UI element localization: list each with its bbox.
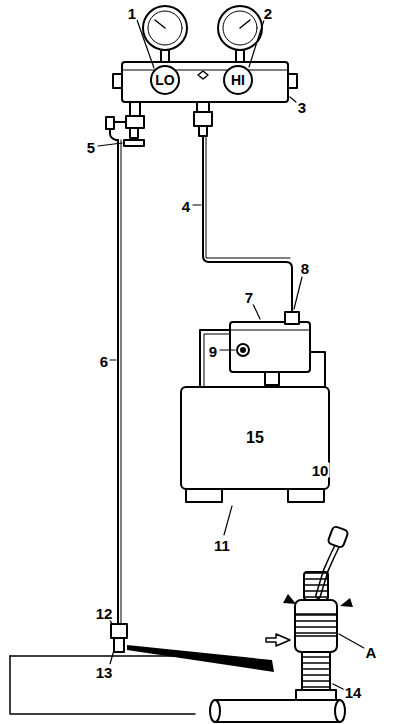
illustration-stroke [249,20,264,67]
illustration-stroke [143,6,187,50]
illustration-stroke [220,349,235,350]
illustration-stroke [111,624,127,638]
illustration-stroke [106,117,114,129]
illustration-stroke [215,700,340,722]
illustration-stroke [137,20,154,68]
illustration-stroke [110,129,118,140]
illustration-stroke [110,620,112,624]
illustration-stroke [127,645,274,672]
gauge-pair [143,6,262,62]
illustration-stroke [194,112,212,126]
illustration-stroke [10,656,195,714]
illustration-stroke [237,344,249,356]
illustration-stroke [110,359,116,360]
inset-detail [210,526,353,722]
illustration-stroke [203,136,292,312]
illustration-stroke [285,312,299,324]
illustration-stroke [288,490,324,502]
callout-number: 8 [300,261,310,276]
illustration-stroke [148,11,182,45]
illustration-stroke [223,11,257,45]
illustration-stroke [113,74,122,88]
illustration-stroke [236,50,244,62]
callout-number: 14 [344,685,363,700]
illustration-stroke [296,690,336,700]
illustration-stroke [130,102,140,116]
center-hose [194,102,292,312]
illustration-stroke [240,20,250,28]
illustration-stroke [218,6,262,50]
callout-number: 3 [297,100,307,115]
callout-number: 12 [95,606,114,621]
illustration-stroke [283,594,296,604]
manifold-body [113,62,297,102]
callout-number: 5 [86,140,96,155]
high-side-knob: HI [223,65,253,95]
low-side-knob: LO [150,65,180,95]
callout-number: 10 [311,463,330,478]
illustration-stroke [206,136,290,258]
illustration-stroke [161,50,169,62]
callout-number: A [365,645,378,660]
leader-lines [98,20,364,690]
illustration-stroke [265,372,279,385]
illustration-stroke [186,490,222,502]
callout-number: 11 [213,538,231,553]
callout-number: 1 [127,6,137,21]
illustration-stroke [110,650,114,664]
illustration-stroke [98,143,122,146]
illustration-stroke [121,140,122,624]
callout-number: 7 [244,290,254,305]
illustration-stroke [295,614,337,636]
illustration-stroke [304,572,328,600]
illustration-stroke [335,700,345,722]
illustration-stroke [327,526,348,548]
illustration-stroke [253,304,260,319]
low-side-hose [106,102,144,624]
illustration-stroke [155,20,165,28]
callout-number: 9 [208,344,218,359]
illustration-stroke [199,126,207,136]
illustration-stroke [210,700,220,722]
illustration-stroke [230,322,310,372]
illustration-stroke [124,140,144,146]
callout-number: 2 [263,6,273,21]
illustration-stroke [295,600,337,652]
illustration-stroke [302,652,330,690]
illustration-stroke [130,128,138,138]
illustration-stroke [122,70,288,71]
illustration-stroke [241,348,245,352]
callout-number: 13 [95,665,114,680]
illustration-stroke [266,634,290,646]
illustration-stroke [290,97,296,102]
illustration-stroke [224,506,232,535]
illustration-stroke [230,330,310,331]
illustration-stroke [114,638,124,652]
illustration-stroke [294,277,302,309]
part-text: 15 [246,430,264,446]
callout-number: 4 [181,199,191,214]
callout-number: 6 [99,354,109,369]
illustration-stroke [339,634,364,648]
illustration-stroke [126,116,144,128]
vacuum-pump: 15 [180,386,330,490]
illustration-stroke [193,204,201,205]
illustration-stroke [288,74,297,88]
part-text: LO [155,73,174,87]
illustration-stroke [117,140,119,624]
illustration-stroke [340,598,353,607]
illustration-stroke [204,334,233,386]
illustration-stroke [197,102,209,112]
part-text: HI [231,73,245,87]
illustration-stroke [198,71,208,79]
illustration-stroke [122,62,288,102]
